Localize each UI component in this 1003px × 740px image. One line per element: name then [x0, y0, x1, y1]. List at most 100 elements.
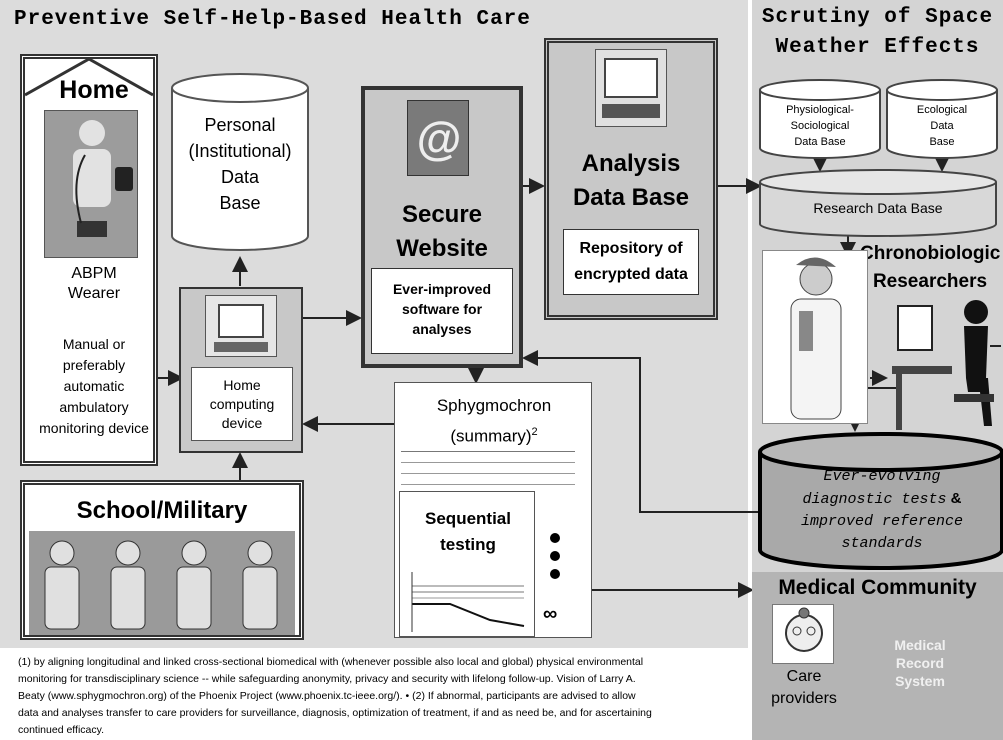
abpm-wearer-photo — [44, 110, 138, 258]
school-military-title: School/Military — [76, 497, 248, 524]
diagnostic-cylinder — [758, 432, 1003, 570]
eco-db-line: Base — [929, 136, 955, 148]
diagnostic-line: improved reference — [800, 513, 964, 530]
monitor-icon — [604, 58, 658, 98]
personal-db-line: Base — [219, 193, 261, 213]
physio-db-cylinder — [759, 79, 881, 159]
care-providers-label: Care providers — [768, 666, 840, 710]
personal-db-line: (Institutional) — [188, 141, 292, 161]
physio-db-line: Data Base — [794, 136, 846, 148]
research-db-label: Research Data Base — [813, 200, 943, 216]
device-line: preferably — [62, 357, 126, 373]
eco-db-label: Ecological Data Base — [887, 102, 997, 150]
doctor-face-icon — [785, 607, 823, 652]
doctor-illustration — [762, 250, 868, 424]
researchers-line: Chronobiologic — [860, 243, 1001, 264]
students-illustration — [29, 531, 295, 635]
website-caption-line: analyses — [412, 321, 472, 337]
sequential-line: Sequential — [425, 509, 511, 528]
device-line: monitoring device — [39, 420, 149, 436]
record-line: Medical — [894, 637, 946, 653]
research-db-cylinder — [759, 169, 997, 237]
keyboard-icon — [214, 342, 268, 352]
medical-record-label: Medical Record System — [872, 636, 968, 690]
summary-table-lines — [401, 451, 575, 495]
secure-website-box: @ Secure Website Ever-improved software … — [361, 86, 523, 368]
computing-line: Home — [223, 377, 261, 393]
diagnostic-line: diagnostic tests — [802, 491, 947, 508]
server-computer-icon — [595, 49, 667, 127]
personal-db-line: Data — [220, 167, 260, 187]
analysis-title-line: Analysis — [581, 150, 681, 177]
analysis-db-box: Analysis Data Base Repository of encrypt… — [544, 38, 718, 320]
at-sign-icon: @ — [407, 100, 469, 176]
sequential-testing-page: Sequential testing — [399, 491, 535, 637]
computing-line: computing — [209, 396, 275, 412]
analysis-caption-line: encrypted data — [574, 266, 688, 283]
wearer-label: ABPM Wearer — [24, 264, 164, 304]
care-provider-photo — [772, 604, 834, 664]
physio-db-label: Physiological- Sociological Data Base — [760, 102, 880, 150]
analysis-caption-line: Repository of — [579, 240, 683, 257]
device-description: Manual or preferably automatic ambulator… — [24, 334, 164, 439]
infinity-symbol: ∞ — [543, 603, 558, 625]
researcher-at-desk — [888, 296, 1000, 434]
footnote-line: monitoring for transdisciplinary science… — [18, 673, 636, 685]
footnote: (1) by aligning longitudinal and linked … — [18, 654, 746, 739]
ampersand: & — [946, 490, 962, 507]
physio-db-line: Sociological — [790, 120, 850, 132]
right-title-line2: Weather Effects — [775, 36, 980, 59]
eco-db-line: Ecological — [916, 104, 968, 116]
sequential-plot — [411, 572, 525, 632]
footnote-line: data and analyses transfer to care provi… — [18, 707, 652, 719]
medical-community-title: Medical Community — [778, 576, 977, 599]
computer-icon — [205, 295, 277, 357]
cpu-unit-icon — [602, 104, 660, 118]
arrow-diagnostic-to-website — [522, 350, 760, 513]
right-title-line1: Scrutiny of Space — [761, 6, 994, 29]
personal-db-cylinder — [171, 73, 309, 251]
website-title-line: Secure — [401, 201, 483, 228]
researchers-line: Researchers — [872, 271, 988, 292]
school-military-box: School/Military — [20, 480, 304, 640]
website-caption: Ever-improved software for analyses — [371, 268, 513, 354]
analysis-caption: Repository of encrypted data — [563, 229, 699, 295]
students-icon — [44, 540, 278, 630]
continuation-dots — [547, 533, 563, 613]
diagnostic-line: standards — [841, 535, 923, 552]
sphygmochron-line1: Sphygmochron — [436, 396, 552, 415]
website-title-line: Website — [396, 235, 488, 262]
device-line: automatic — [63, 378, 125, 394]
doctor-icon — [790, 257, 842, 420]
footnote-line: Beaty (www.sphygmochron.org) of the Phoe… — [18, 690, 636, 702]
computing-line: device — [221, 415, 263, 431]
eco-db-line: Data — [930, 120, 954, 132]
sphygmochron-line2: (summary) — [450, 426, 532, 446]
care-line: providers — [771, 690, 837, 707]
website-caption-line: Ever-improved — [392, 281, 492, 297]
secure-website-title: Secure Website — [365, 198, 519, 266]
diagnostic-line: Ever-evolving — [823, 468, 941, 485]
home-roof-icon — [25, 57, 153, 97]
device-line: ambulatory — [59, 399, 129, 415]
record-line: Record — [895, 655, 945, 671]
diagnostic-label: Ever-evolving diagnostic tests & improve… — [762, 466, 1002, 555]
care-line: Care — [786, 668, 822, 685]
footnote-line: (1) by aligning longitudinal and linked … — [18, 656, 644, 668]
website-caption-line: software for — [401, 301, 483, 317]
person-icon — [73, 120, 133, 237]
sequential-line: testing — [440, 535, 496, 554]
analysis-db-title: Analysis Data Base — [549, 147, 713, 215]
sequential-testing-label: Sequential testing — [400, 506, 536, 558]
sphygmochron-document: Sphygmochron (summary)2 Sequential testi… — [394, 382, 592, 638]
physio-db-line: Physiological- — [786, 104, 854, 116]
eco-db-cylinder — [886, 79, 998, 159]
footnote-line: continued efficacy. — [18, 724, 104, 736]
wearer-line1: ABPM — [71, 265, 117, 282]
computer-user-icon — [892, 300, 994, 430]
home-computing-label: Home computing device — [191, 367, 293, 441]
monitor-screen-icon — [218, 304, 264, 338]
researchers-label: Chronobiologic Researchers — [860, 240, 1000, 296]
home-computing-box: Home computing device — [179, 287, 303, 453]
wearer-line2: Wearer — [67, 285, 121, 302]
